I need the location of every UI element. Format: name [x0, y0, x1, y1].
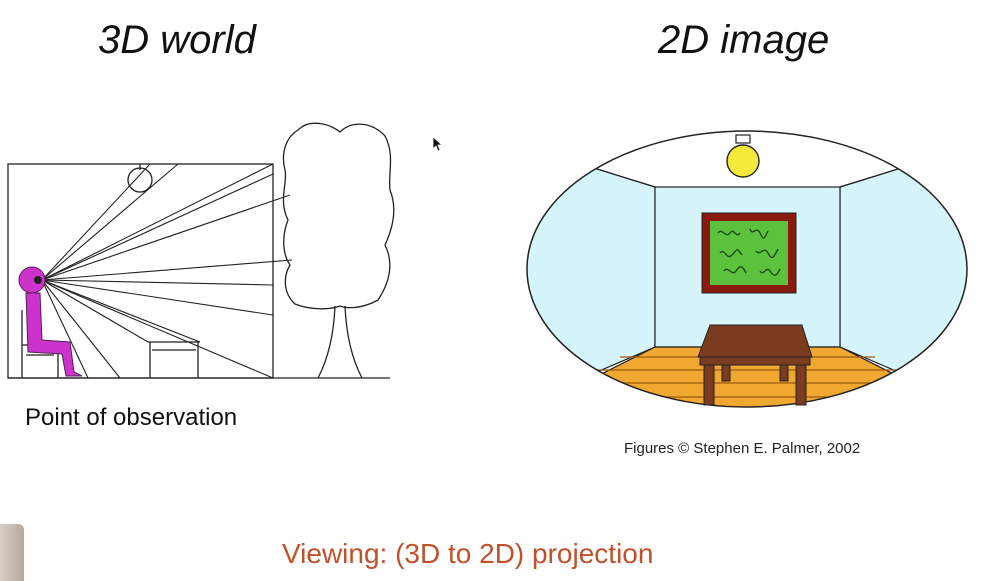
tree-canopy — [282, 122, 395, 310]
image-diagram — [526, 130, 968, 408]
projection-rays — [41, 163, 293, 379]
slide-title: Viewing: (3D to 2D) projection — [282, 538, 654, 569]
lamp-bulb — [127, 167, 153, 193]
observer-figure — [18, 266, 83, 377]
view-oval — [526, 130, 968, 408]
right-heading: 2D image — [658, 18, 830, 62]
ceiling-lamp — [726, 144, 760, 178]
tree-trunk — [317, 305, 363, 379]
figure-credit: Figures © Stephen E. Palmer, 2002 — [624, 440, 861, 457]
bench — [148, 341, 200, 378]
presenter-video-thumbnail — [0, 524, 24, 581]
mouse-cursor-icon — [432, 136, 444, 152]
left-heading: 3D world — [98, 18, 256, 62]
table-top — [697, 324, 813, 358]
observation-caption: Point of observation — [25, 404, 238, 431]
world-diagram — [7, 122, 395, 379]
